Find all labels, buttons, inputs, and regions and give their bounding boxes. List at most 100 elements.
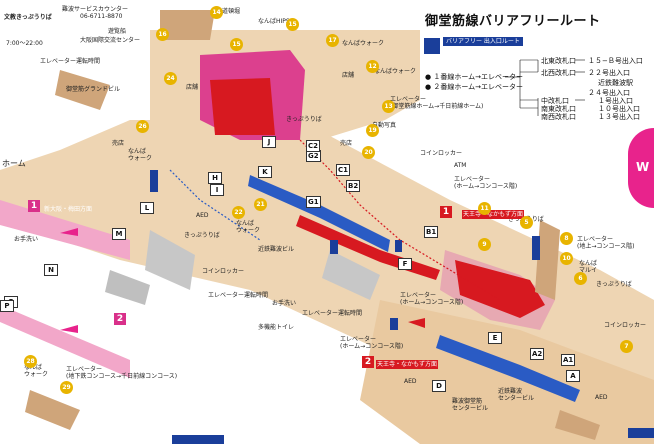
exit-e: E xyxy=(488,332,502,344)
exit-5: 5 xyxy=(520,216,533,229)
service-phone: 06-6711-8870 xyxy=(80,13,123,20)
route-minami-nishi: 南西改札口 xyxy=(541,113,576,121)
shop3-label: 店舗 xyxy=(186,84,199,91)
route-dest6: １０号出入口 xyxy=(598,105,640,113)
route-dest1: １５−Ｂ号出入口 xyxy=(588,57,643,65)
service-counter-label: 難波サービスカウンター xyxy=(62,6,129,13)
bound-osaka-label: 梅田・新大阪方面 xyxy=(128,318,177,325)
toilet-label: お手洗い xyxy=(14,236,39,243)
elev-home-concourse-label: エレベーター (御堂筋線ホーム→千日前線ホーム) xyxy=(390,96,484,110)
route-home1: ● １番線ホーム→エレベーター xyxy=(425,73,523,81)
exit-14: 14 xyxy=(210,6,223,19)
red-zone-north xyxy=(210,78,275,135)
grey-area-3 xyxy=(322,250,380,300)
legend-label: バリアフリー 出入口ルート xyxy=(443,37,523,46)
ticket2-label: きっぷうりば xyxy=(184,232,220,239)
aed3-label: AED xyxy=(595,394,608,401)
platform-center-blue xyxy=(248,175,390,252)
elevator-block-2 xyxy=(330,240,338,254)
multi-toilet-label: 多機能トイレ xyxy=(258,324,295,331)
kintetsu-bldg-label: 近鉄難波ビル xyxy=(258,246,295,253)
grand-label: 御堂筋グランドビル xyxy=(66,86,121,93)
shop2-label: 店舗 xyxy=(342,72,355,79)
exit-l: L xyxy=(140,202,154,214)
exit-b2: B2 xyxy=(346,180,361,192)
exit-28: 28 xyxy=(24,355,37,368)
route-kita-higashi: 北東改札口 xyxy=(541,57,576,65)
route-minami-higashi: 南東改札口 xyxy=(541,105,576,113)
exit-17: 17 xyxy=(326,34,339,47)
exit-12: 12 xyxy=(366,60,379,73)
elev-hours-label: エレベーター運転時間 xyxy=(40,58,101,65)
dogu-label: 道頓堀 xyxy=(222,8,241,15)
route-dest3: 近鉄難波駅 xyxy=(598,79,633,87)
route-kita-nishi: 北西改札口 xyxy=(541,69,576,77)
home-left-label: ホーム xyxy=(2,159,26,168)
elev-between-label: エレベーター (地下鉄コンコース→千日前線コンコース) xyxy=(66,366,178,380)
hotel-label: 大阪国際交流センター xyxy=(80,37,141,44)
exit-16: 16 xyxy=(156,28,169,41)
route-line-2 xyxy=(169,169,261,241)
exit-7: 7 xyxy=(620,340,633,353)
kintetsu-eki-label: 難波御堂筋 センタービル xyxy=(452,398,489,412)
grey-area-2 xyxy=(105,270,150,305)
platform-left-2 xyxy=(0,305,130,378)
platform-2-left: 2 xyxy=(114,313,126,325)
exit-d: D xyxy=(432,380,446,392)
elevator-block-5 xyxy=(390,318,398,330)
exit-a2: A2 xyxy=(530,348,545,360)
shop-label: 売店 xyxy=(112,140,125,147)
exit-j: J xyxy=(262,136,276,148)
exit-k: K xyxy=(258,166,272,178)
elevator-block-4 xyxy=(532,236,540,260)
exit-20: 20 xyxy=(362,146,375,159)
exit-a: A xyxy=(566,370,580,382)
stairs-3 xyxy=(25,390,80,430)
coin-locker-label: コインロッカー xyxy=(420,150,463,157)
exit-f: F xyxy=(398,258,412,270)
exit-b1: B1 xyxy=(424,226,439,238)
exit-a1: A1 xyxy=(561,354,576,366)
exit-6: 6 xyxy=(574,272,587,285)
exit-c1: C1 xyxy=(336,164,351,176)
platform-1-right: 1 xyxy=(440,206,452,218)
platform-left xyxy=(0,200,130,260)
tennoji-label: 天王寺・なかもず方面 xyxy=(462,210,525,219)
route-dest5: １号出入口 xyxy=(598,97,633,105)
stairs-4 xyxy=(535,220,560,300)
map-title: 御堂筋線バリアフリールート xyxy=(425,14,601,29)
atm-label: ATM xyxy=(454,162,467,169)
exit-19: 19 xyxy=(366,124,379,137)
arrow-south xyxy=(408,318,425,328)
namba-marui-label: なんば マルイ xyxy=(579,260,598,274)
exit-24: 24 xyxy=(164,72,177,85)
exit-i: I xyxy=(210,184,224,196)
route-dest7: １３号出入口 xyxy=(598,113,640,121)
route-dest4: ２４号出入口 xyxy=(588,89,630,97)
exit-11: 11 xyxy=(478,202,491,215)
platform-1-left: 1 xyxy=(28,200,40,212)
arrow-left-1 xyxy=(60,228,78,236)
elevator-block-1 xyxy=(150,170,158,192)
toilet2-label: お手洗い xyxy=(272,300,297,307)
exit-9: 9 xyxy=(478,238,491,251)
exit-p: P xyxy=(0,300,14,312)
aed-label: AED xyxy=(196,212,209,219)
bunko-label: 文教きっぷうりば xyxy=(4,14,52,21)
walk-mid-label: なんば ウォーク xyxy=(236,220,261,234)
bottom-bar-right xyxy=(628,428,654,438)
exit-29: 29 xyxy=(60,381,73,394)
exit-13: 13 xyxy=(382,100,395,113)
aed2-label: AED xyxy=(404,378,417,385)
hips-label: なんばHIPS xyxy=(258,18,290,25)
route-dest2: ２２号出入口 xyxy=(588,69,630,77)
platform-2-right: 2 xyxy=(362,356,374,368)
stairs-2 xyxy=(55,70,110,110)
walk-top-label: なんばウォーク xyxy=(342,40,385,47)
hours-value: 7:00～22:00 xyxy=(6,40,43,47)
coin-locker3-label: コインロッカー xyxy=(604,322,647,329)
elev-hours1-label: エレベーター運転時間 xyxy=(208,292,269,299)
ticket-label: きっぷうりば xyxy=(286,116,322,123)
elev-hc2-label: エレベーター (ホーム→コンコース階) xyxy=(400,292,464,306)
